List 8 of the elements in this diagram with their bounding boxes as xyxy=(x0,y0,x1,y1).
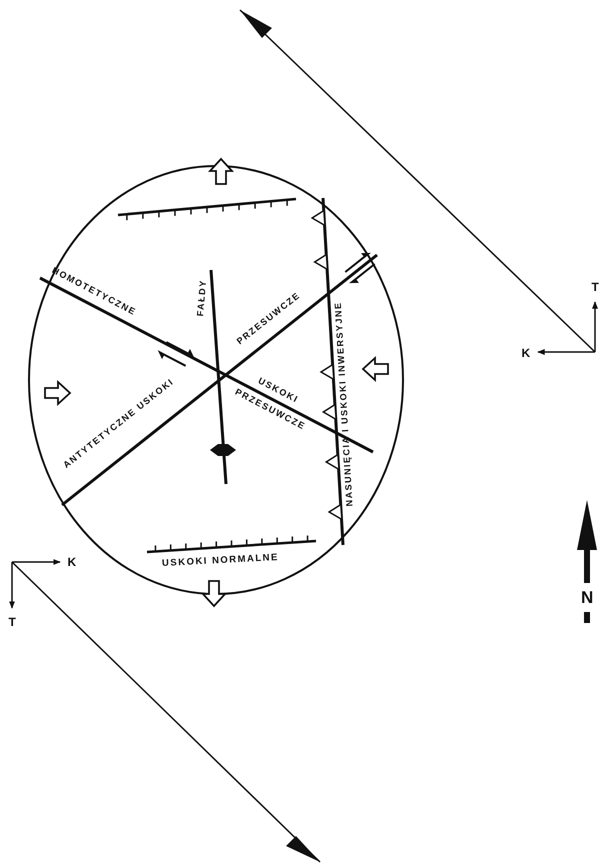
axis-label: T xyxy=(8,616,16,629)
axis-label: K xyxy=(522,346,530,360)
axis-label: T xyxy=(592,280,599,294)
fold-label: FAŁDY xyxy=(195,279,209,317)
north-label: N xyxy=(581,588,594,608)
fault-label: USKOKI NORMALNE xyxy=(161,552,279,570)
thrust-label: NASUNIĘCIA I USKOKI INWERSYJNE xyxy=(333,301,355,507)
axis-label: K xyxy=(68,556,76,569)
